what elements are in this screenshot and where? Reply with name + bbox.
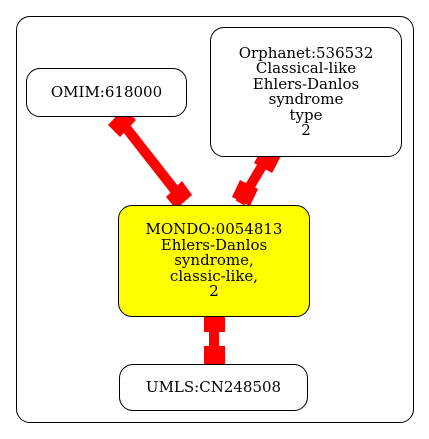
node-omim[interactable]: OMIM:618000 (26, 68, 187, 117)
node-orphanet[interactable]: Orphanet:536532 Classical-like Ehlers-Da… (210, 27, 402, 157)
edge-mondo-umls (204, 310, 225, 368)
node-umls-label: UMLS:CN248508 (145, 377, 282, 396)
node-umls[interactable]: UMLS:CN248508 (119, 364, 308, 411)
node-mondo[interactable]: MONDO:0054813 Ehlers-Danlos syndrome, cl… (118, 205, 310, 317)
node-omim-label: OMIM:618000 (50, 82, 163, 101)
node-orphanet-label: Orphanet:536532 Classical-like Ehlers-Da… (238, 43, 374, 139)
node-mondo-label: MONDO:0054813 Ehlers-Danlos syndrome, cl… (145, 220, 283, 301)
edge-omim-mondo (108, 108, 192, 209)
cluster-box (16, 16, 414, 423)
